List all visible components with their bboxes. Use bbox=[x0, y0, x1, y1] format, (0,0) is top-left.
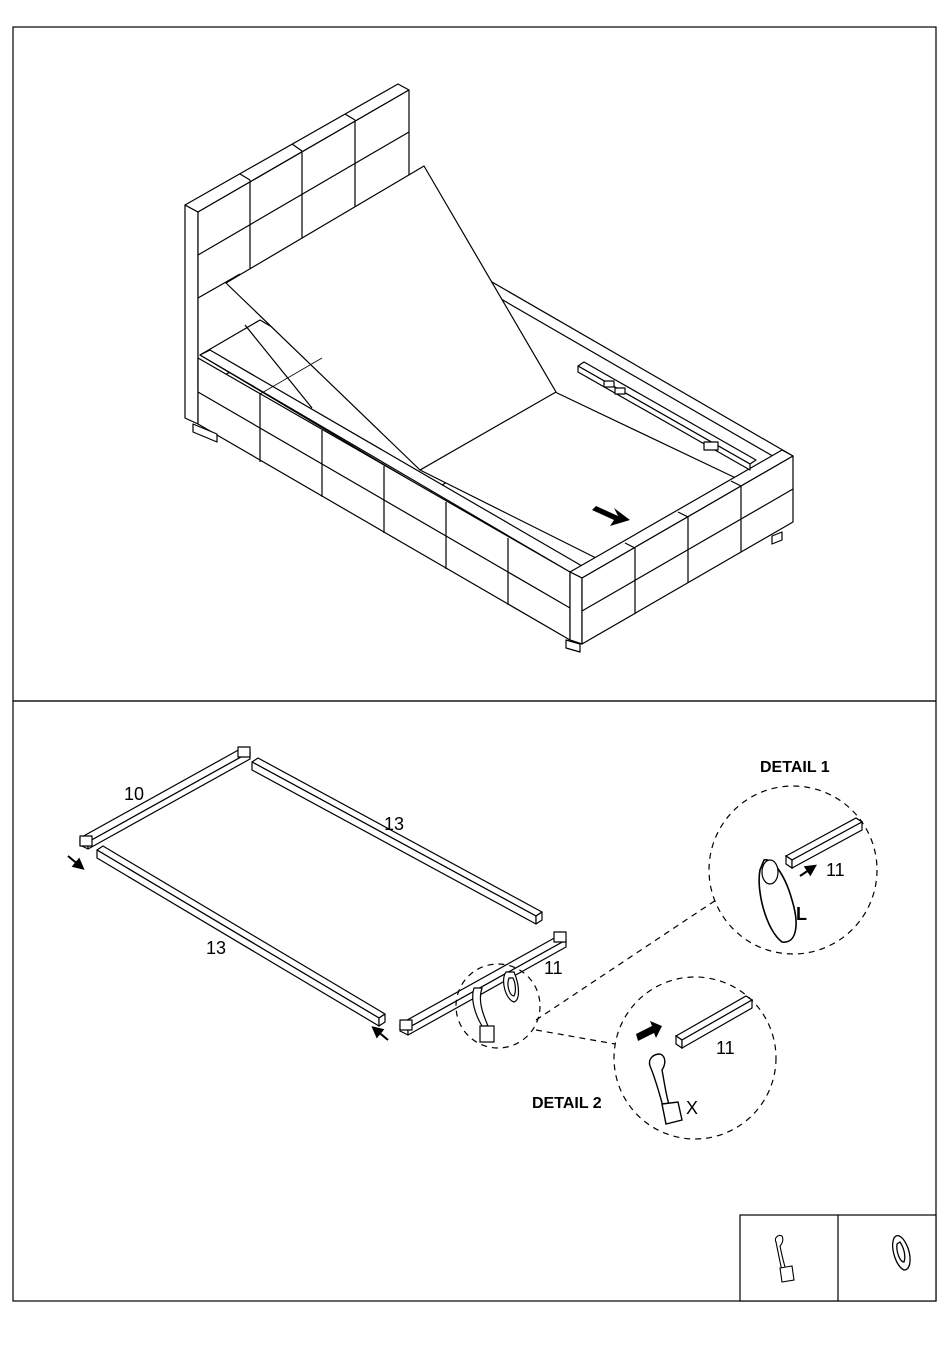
insert-arrow-icon bbox=[800, 868, 812, 876]
detail-1-part-label: 11 bbox=[826, 860, 845, 880]
detail-1-strap-label: L bbox=[796, 904, 807, 924]
detail-2-part-label: 11 bbox=[716, 1038, 735, 1058]
detail-2-strap-label: X bbox=[686, 1098, 698, 1118]
hardware-legend bbox=[740, 1215, 936, 1301]
label-part-13-front: 13 bbox=[206, 938, 226, 958]
insert-arrow-icon bbox=[636, 1021, 662, 1041]
detail-2-contents bbox=[649, 996, 752, 1124]
bed-illustration bbox=[185, 84, 793, 652]
detail-1-title: DETAIL 1 bbox=[760, 759, 830, 776]
detail-1-contents bbox=[759, 818, 862, 942]
label-part-13-back: 13 bbox=[384, 814, 404, 834]
rail-part-10 bbox=[80, 747, 250, 849]
detail-2-title: DETAIL 2 bbox=[532, 1095, 602, 1112]
rail-part-13-front bbox=[97, 846, 385, 1026]
insert-arrow-icon bbox=[68, 856, 80, 866]
insert-arrow-icon bbox=[376, 1030, 388, 1040]
frame-parts bbox=[80, 747, 566, 1035]
label-part-10: 10 bbox=[124, 784, 144, 804]
label-part-11: 11 bbox=[544, 958, 563, 978]
rail-part-13-back bbox=[252, 758, 542, 924]
